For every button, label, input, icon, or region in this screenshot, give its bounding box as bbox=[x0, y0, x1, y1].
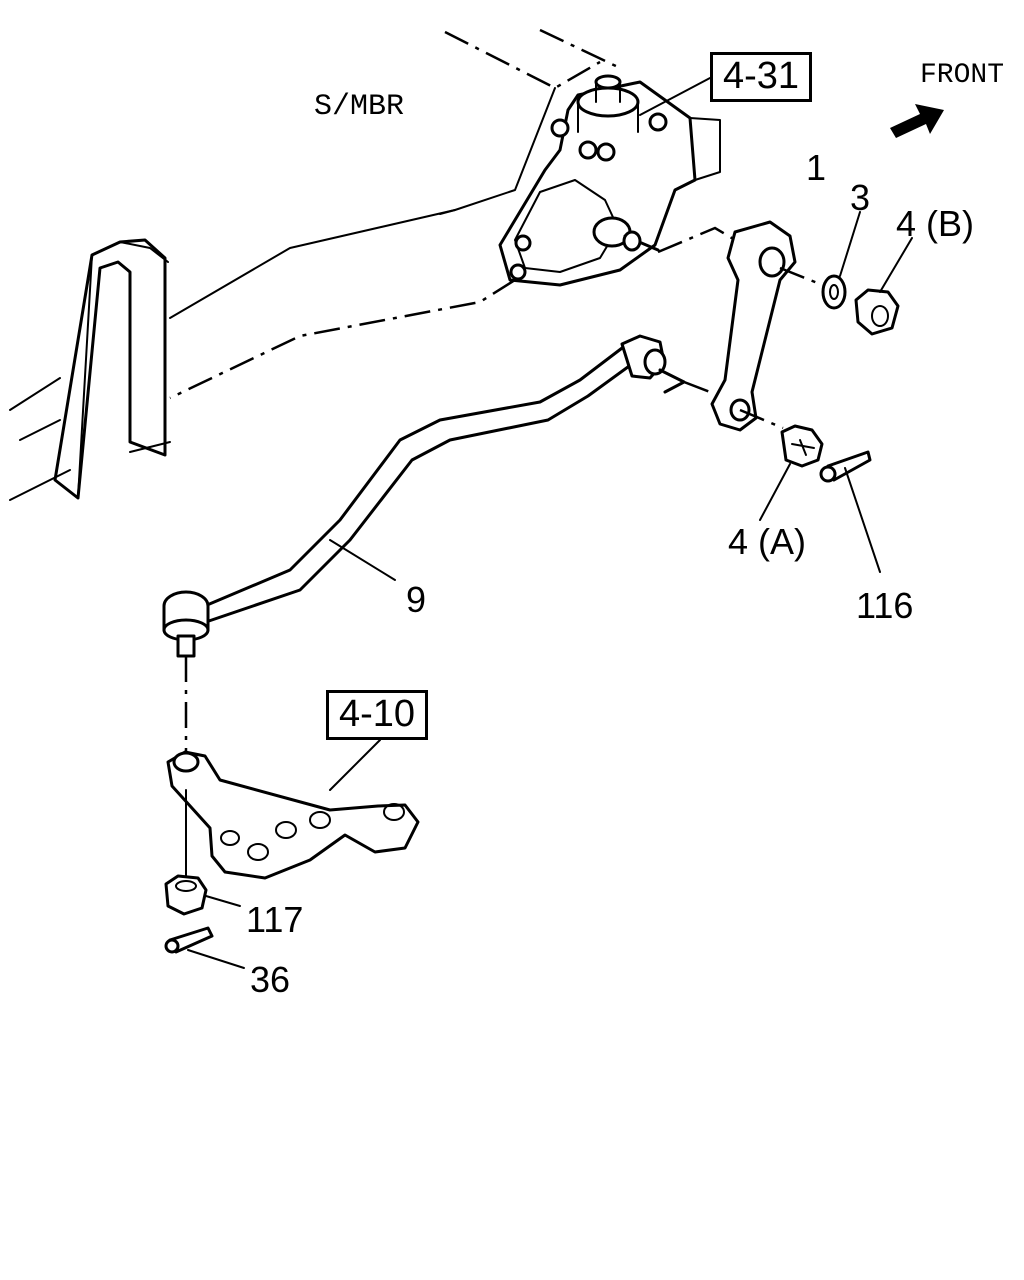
front-arrow-icon bbox=[890, 104, 944, 138]
callout-cotter-pin-116: 116 bbox=[856, 585, 914, 626]
castle-nut-a bbox=[759, 424, 824, 521]
idler-arm bbox=[710, 220, 831, 432]
steering-gear-box bbox=[498, 74, 736, 287]
frame-side-member bbox=[9, 28, 621, 501]
relay-rod bbox=[162, 334, 711, 658]
callout-castle-nut-117: 117 bbox=[246, 899, 304, 940]
callout-idler-arm: 1 bbox=[806, 147, 827, 188]
callout-washer: 3 bbox=[850, 177, 871, 218]
callout-relay-rod: 9 bbox=[406, 579, 427, 620]
castle-nut-117 bbox=[164, 789, 241, 916]
cotter-pin-36 bbox=[164, 926, 245, 969]
callout-nut-b: 4 (B) bbox=[896, 203, 975, 244]
leader-4-31 bbox=[639, 77, 711, 116]
callout-nut-a: 4 (A) bbox=[728, 521, 807, 562]
callout-cotter-pin-36: 36 bbox=[250, 959, 291, 1000]
washer bbox=[821, 211, 861, 310]
nut-b bbox=[854, 237, 913, 336]
knuckle-arm bbox=[166, 739, 420, 880]
cotter-pin-116 bbox=[819, 450, 881, 573]
front-label: FRONT bbox=[920, 60, 1005, 91]
frame-member-label: S/MBR bbox=[314, 90, 405, 124]
knuckle-arm-ref-box[interactable]: 4-10 bbox=[326, 690, 429, 740]
steering-gear-ref-box[interactable]: 4-31 bbox=[710, 52, 813, 102]
